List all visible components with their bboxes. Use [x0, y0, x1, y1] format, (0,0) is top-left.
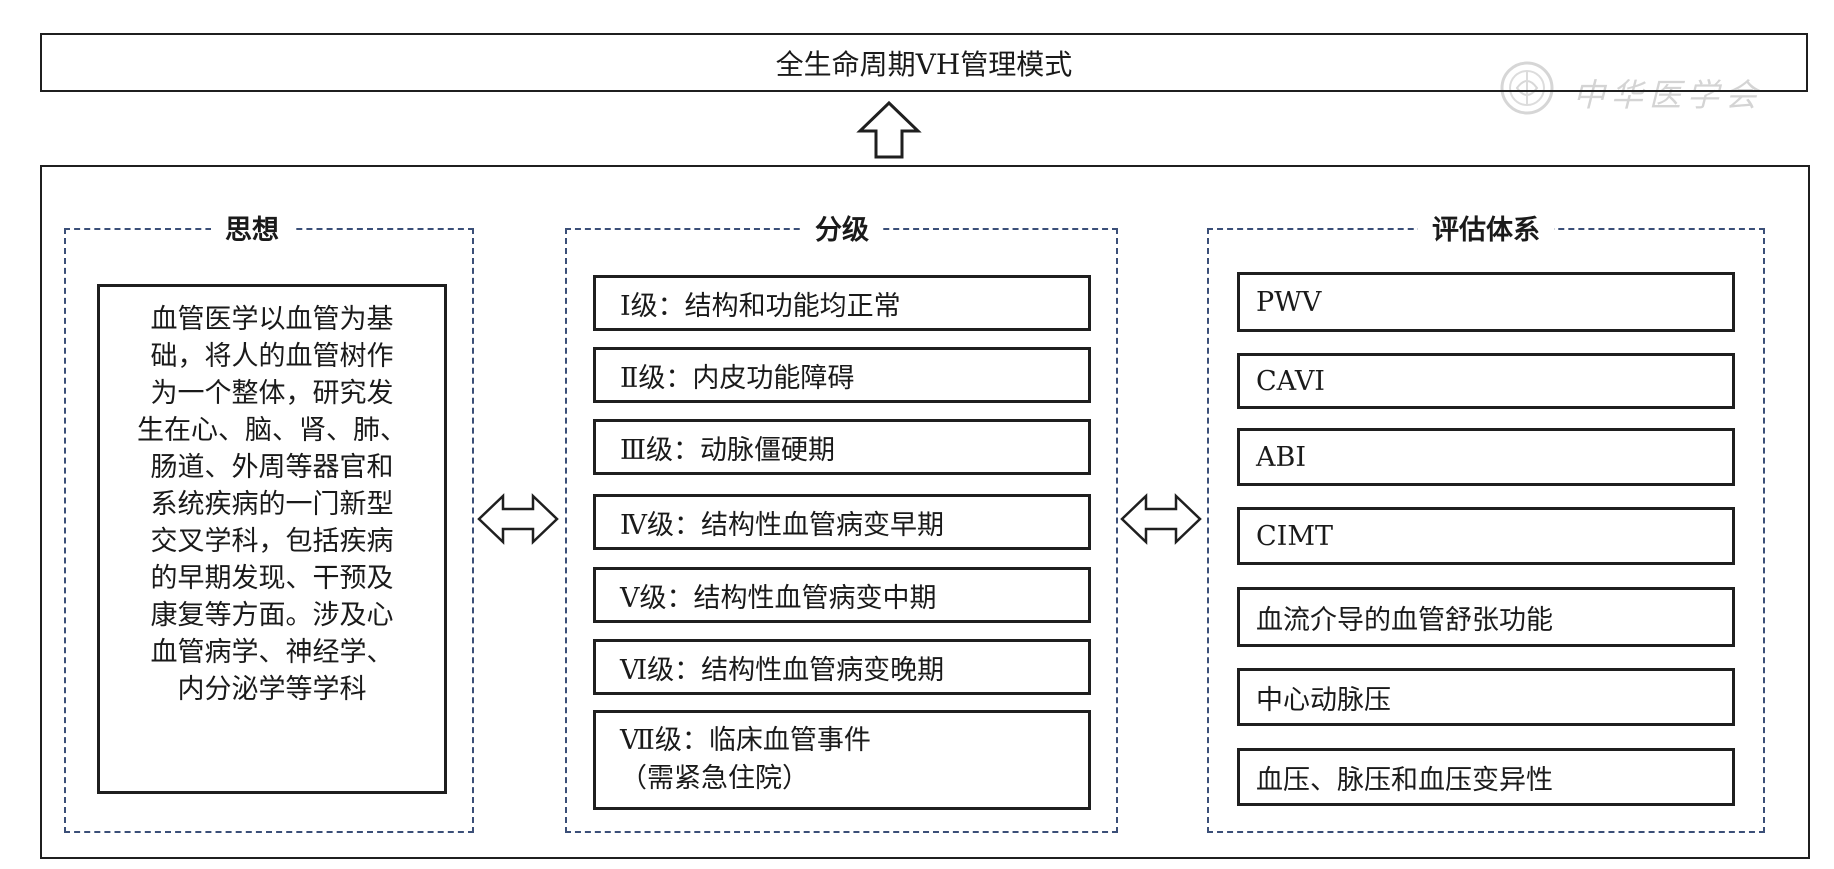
grade-1-box: Ⅰ级：结构和功能均正常: [593, 275, 1091, 331]
grade-6-box: Ⅵ级：结构性血管病变晚期: [593, 639, 1091, 695]
idea-line: 生在心、脑、肾、肺、: [137, 415, 407, 446]
eval-item-label: CAVI: [1256, 365, 1325, 397]
evaluation-heading: 评估体系: [1418, 208, 1554, 247]
outer-frame: [40, 165, 1810, 859]
grading-heading: 分级: [801, 208, 883, 247]
grade-2-label: Ⅱ级：内皮功能障碍: [620, 362, 855, 394]
grade-4-label: Ⅳ级：结构性血管病变早期: [620, 509, 944, 541]
grade-3-box: Ⅲ级：动脉僵硬期: [593, 419, 1091, 475]
eval-item-abi: ABI: [1237, 428, 1735, 486]
idea-line: 的早期发现、干预及: [150, 563, 394, 594]
grade-3-label: Ⅲ级：动脉僵硬期: [620, 434, 836, 466]
grade-7-box: Ⅶ级：临床血管事件 （需紧急住院）: [593, 710, 1091, 810]
eval-item-label: PWV: [1256, 286, 1322, 318]
grade-7-label: Ⅶ级：临床血管事件: [620, 725, 871, 756]
model-title-box: 全生命周期VH管理模式: [40, 33, 1808, 92]
eval-item-label: ABI: [1256, 441, 1307, 473]
idea-text-box: 血管医学以血管为基 础，将人的血管树作 为一个整体，研究发 生在心、脑、肾、肺、…: [97, 284, 447, 794]
eval-item-bp-variability: 血压、脉压和血压变异性: [1237, 748, 1735, 806]
idea-line: 础，将人的血管树作: [150, 341, 394, 372]
idea-line: 血管医学以血管为基: [150, 304, 394, 335]
eval-item-label: 血流介导的血管舒张功能: [1256, 604, 1553, 636]
eval-item-fmd: 血流介导的血管舒张功能: [1237, 587, 1735, 647]
idea-line: 血管病学、神经学、: [150, 637, 394, 668]
seal-icon: [1500, 61, 1554, 115]
watermark: 中华医学会: [1495, 58, 1795, 118]
grade-6-label: Ⅵ级：结构性血管病变晚期: [620, 654, 945, 686]
eval-item-cavi: CAVI: [1237, 353, 1735, 409]
eval-item-label: 中心动脉压: [1256, 684, 1391, 716]
idea-line: 系统疾病的一门新型: [150, 489, 394, 520]
idea-line: 内分泌学等学科: [177, 674, 367, 705]
watermark-text: 中华医学会: [1573, 76, 1764, 114]
grade-5-box: Ⅴ级：结构性血管病变中期: [593, 567, 1091, 623]
idea-line: 肠道、外周等器官和: [150, 452, 394, 483]
eval-item-pwv: PWV: [1237, 272, 1735, 332]
grade-4-box: Ⅳ级：结构性血管病变早期: [593, 494, 1091, 550]
idea-heading: 思想: [211, 208, 293, 247]
grade-7-note: （需紧急住院）: [620, 763, 809, 794]
eval-item-central-pressure: 中心动脉压: [1237, 668, 1735, 726]
grade-5-label: Ⅴ级：结构性血管病变中期: [620, 582, 937, 614]
eval-item-label: 血压、脉压和血压变异性: [1256, 764, 1553, 796]
model-title: 全生命周期VH管理模式: [775, 47, 1073, 81]
grade-1-label: Ⅰ级：结构和功能均正常: [620, 290, 901, 322]
idea-line: 康复等方面。涉及心: [150, 600, 394, 631]
grade-2-box: Ⅱ级：内皮功能障碍: [593, 347, 1091, 403]
double-arrow-icon: [477, 493, 559, 545]
up-arrow-icon: [856, 100, 922, 159]
double-arrow-icon: [1120, 493, 1202, 545]
eval-item-label: CIMT: [1256, 520, 1333, 552]
eval-item-cimt: CIMT: [1237, 507, 1735, 565]
idea-line: 交叉学科，包括疾病: [150, 526, 394, 557]
idea-line: 为一个整体，研究发: [150, 378, 394, 409]
